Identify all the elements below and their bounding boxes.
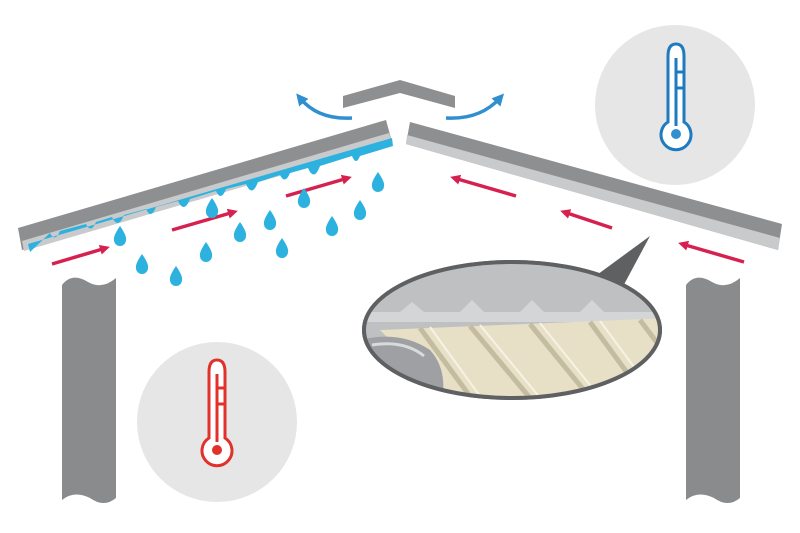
arrow-icon	[285, 174, 352, 198]
water-drop-icon	[353, 200, 367, 220]
insulation-magnifier	[362, 236, 662, 400]
cold-temperature-badge	[595, 25, 755, 185]
hot-temperature-badge	[137, 342, 297, 502]
vent-arrow-right	[445, 93, 505, 120]
right-roof-panel	[406, 122, 782, 250]
ridge-vent-cap	[343, 80, 455, 108]
water-drop-icon	[263, 210, 277, 230]
water-drop-icon	[371, 172, 385, 192]
arrow-icon	[171, 208, 238, 232]
water-drop-icon	[233, 222, 247, 242]
water-drop-icon	[325, 216, 339, 236]
warm-airflow-right	[450, 174, 745, 264]
water-drop-icon	[199, 242, 213, 262]
water-drop-icon	[113, 226, 127, 246]
left-roof-panel	[18, 120, 393, 252]
water-drop-icon	[275, 238, 289, 258]
warm-airflow-left	[51, 174, 352, 266]
arrow-icon	[560, 209, 613, 230]
water-drop-icon	[135, 254, 149, 274]
water-drop-icon	[205, 198, 219, 218]
water-drop-icon	[169, 266, 183, 286]
arrow-icon	[51, 244, 110, 266]
vent-arrow-left	[296, 93, 353, 120]
thermometer-cold-icon	[659, 42, 693, 152]
condensation-layer	[28, 138, 393, 252]
arrow-icon	[450, 174, 517, 198]
thermometer-hot-icon	[200, 358, 234, 468]
right-wall	[686, 277, 740, 503]
water-drops	[113, 172, 385, 286]
left-wall	[62, 277, 116, 503]
arrow-icon	[678, 240, 745, 264]
water-drop-icon	[297, 188, 311, 208]
